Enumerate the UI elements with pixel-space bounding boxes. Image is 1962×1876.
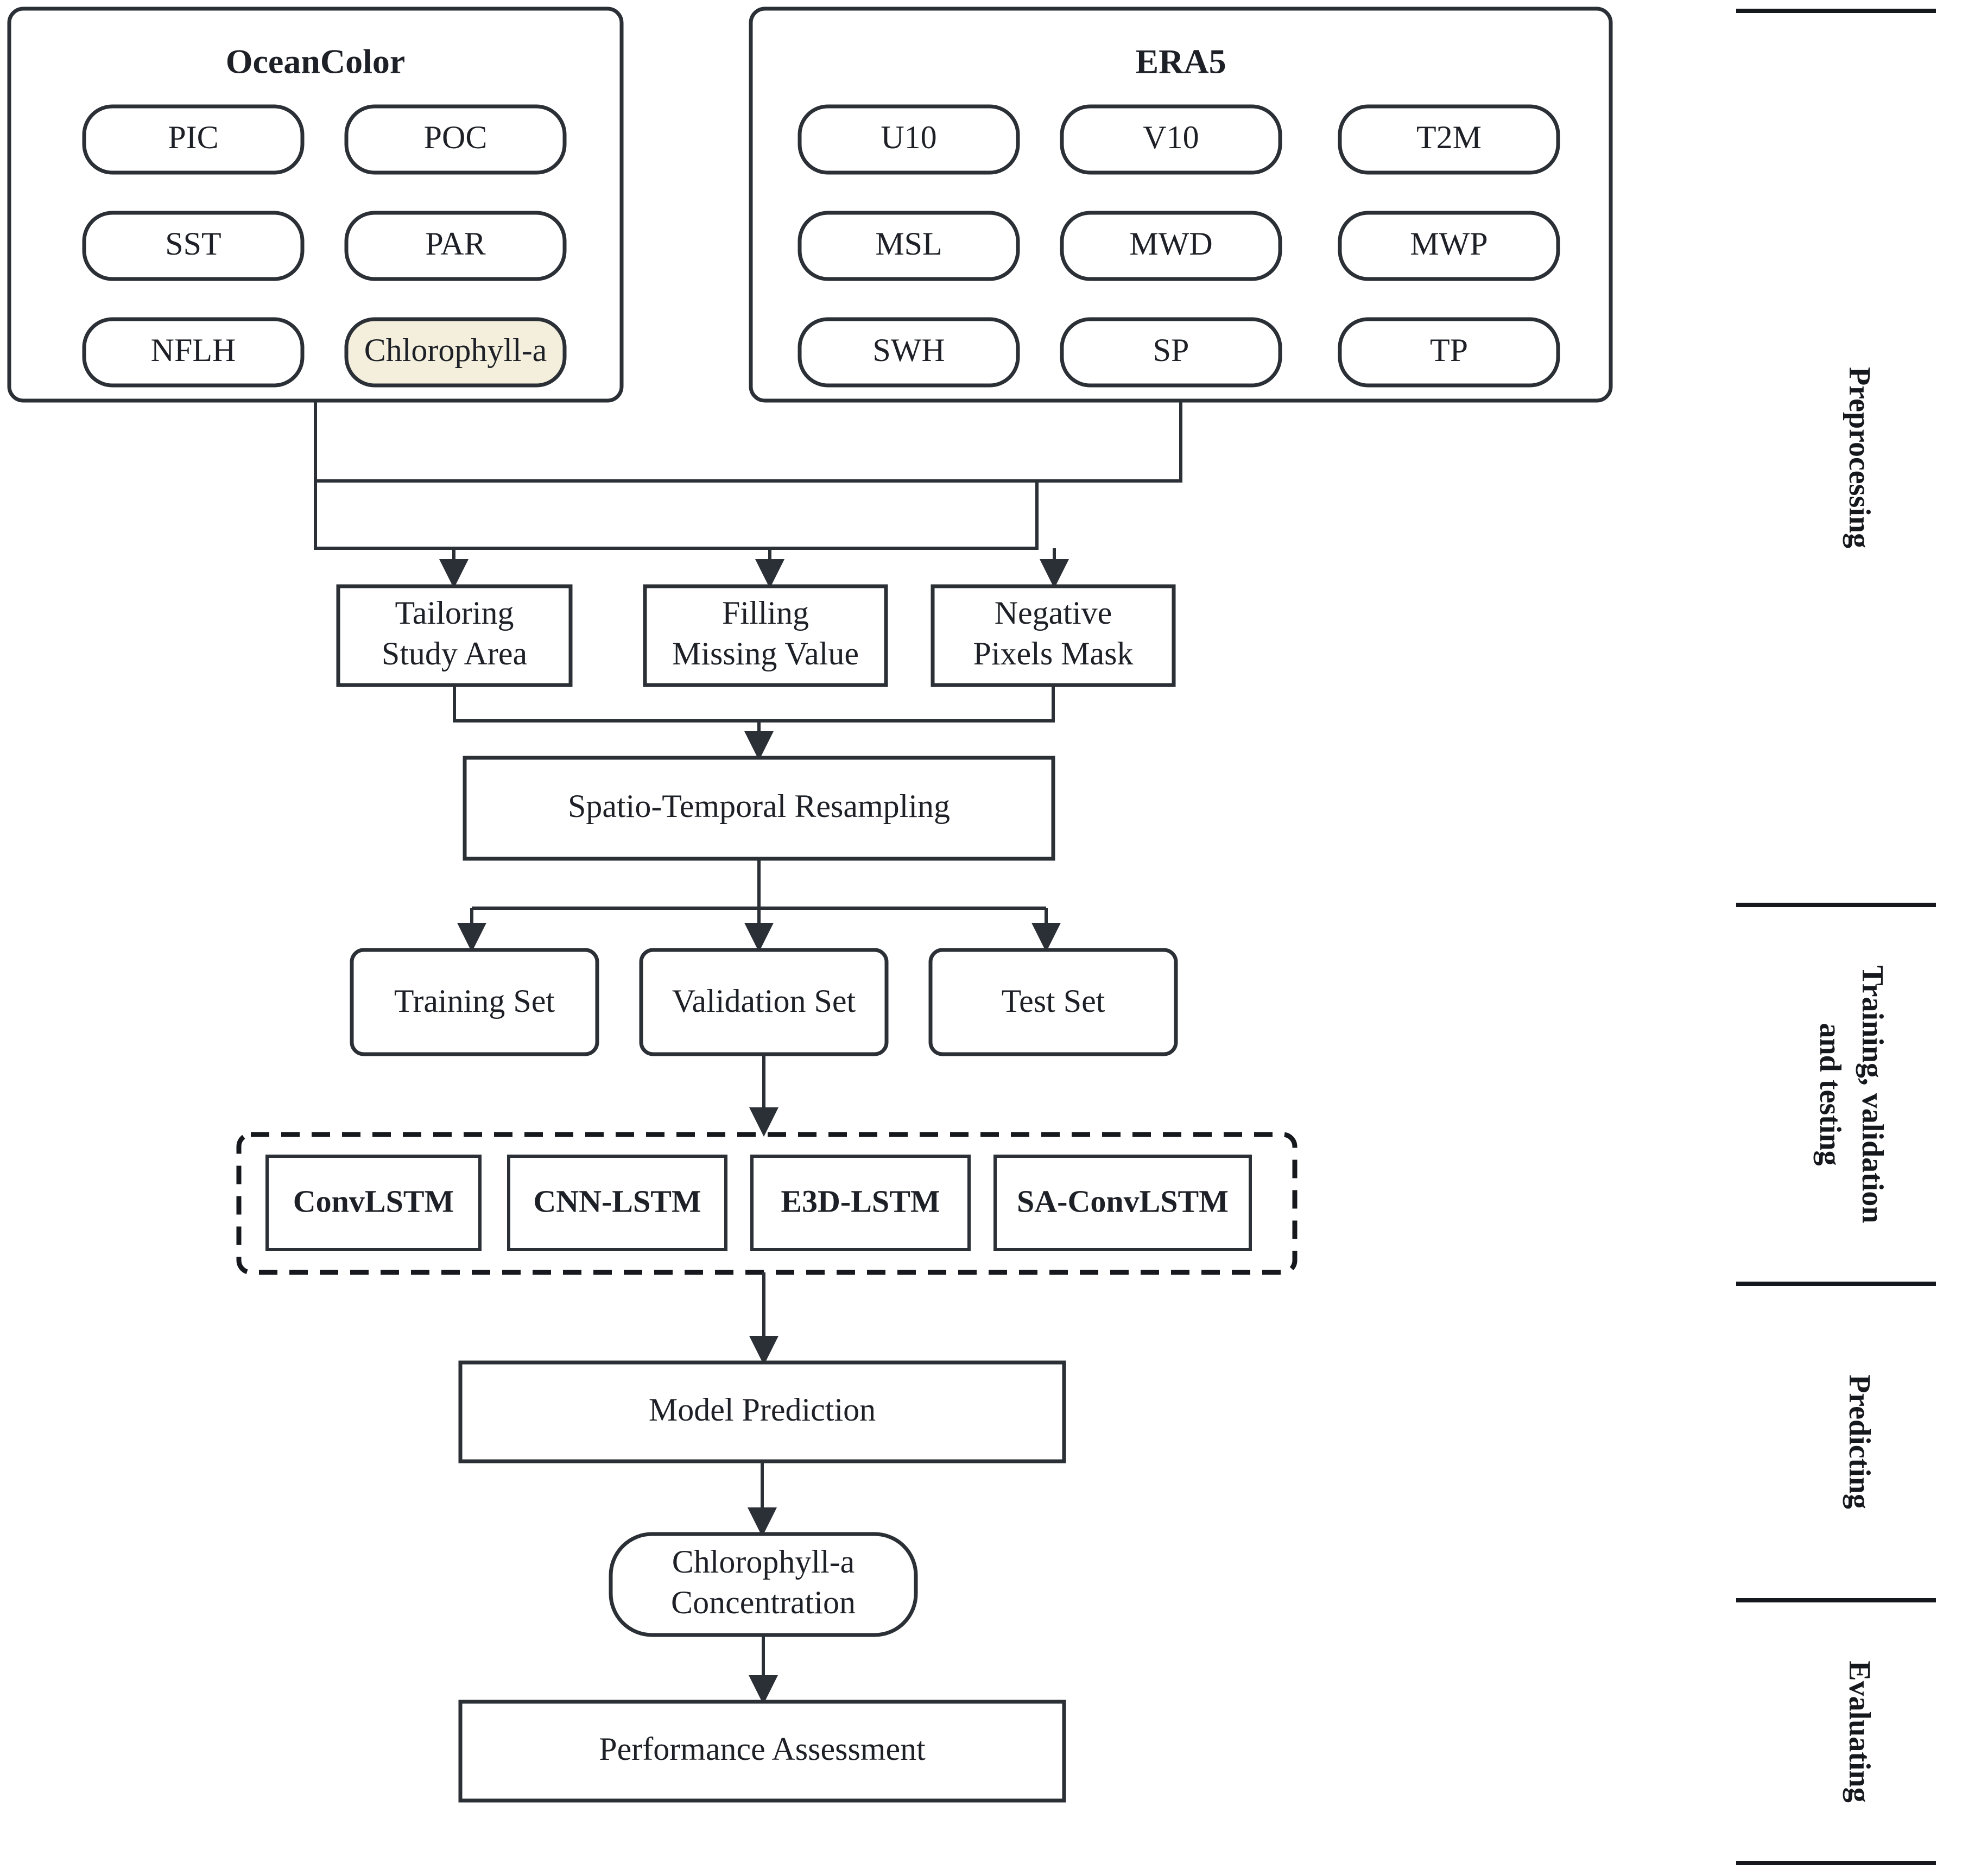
pill-label-u10: U10 [881, 119, 936, 155]
pill-par[interactable] [344, 211, 567, 281]
pill-label-v10: V10 [1143, 119, 1199, 155]
box-label-chlorophyll-line2: Concentration [671, 1585, 856, 1620]
pill-label-sp: SP [1153, 332, 1189, 368]
pill-v10[interactable] [1060, 104, 1282, 175]
stage-label-preprocessing: Preprocessing [1843, 367, 1876, 548]
box-label-training-set: Training Set [394, 983, 555, 1019]
pill-t2m[interactable] [1338, 104, 1560, 175]
pill-label-nflh: NFLH [151, 332, 236, 368]
box-label-model-prediction: Model Prediction [649, 1392, 876, 1428]
box-label-model-e3d-lstm: E3D-LSTM [781, 1183, 940, 1219]
pill-label-poc: POC [424, 119, 488, 155]
pill-label-swh: SWH [872, 332, 945, 368]
pill-tp[interactable] [1338, 317, 1560, 388]
box-filling-missing-value[interactable] [643, 584, 888, 687]
box-label-validation-set: Validation Set [672, 983, 856, 1019]
pill-poc[interactable] [344, 104, 567, 175]
connector-steps-bus [453, 685, 1055, 722]
pill-u10[interactable] [798, 104, 1020, 175]
pill-label-par: PAR [425, 226, 485, 262]
pill-mwd[interactable] [1060, 211, 1282, 281]
box-model-cnn-lstm[interactable] [507, 1155, 727, 1251]
box-training-set[interactable] [350, 948, 599, 1056]
pill-label-pic: PIC [168, 119, 218, 155]
group-title-era5: ERA5 [1135, 42, 1226, 81]
box-model-sa-convlstm[interactable] [993, 1155, 1252, 1251]
connector-preproc-bus [314, 481, 1039, 550]
box-performance-assessment[interactable] [458, 1700, 1066, 1803]
stage-label-training-line1: Training, validation [1856, 965, 1889, 1223]
box-negative-pixels-mask[interactable] [931, 584, 1176, 687]
connector-sources-bus [314, 401, 1182, 483]
box-spatio-temporal-resampling[interactable] [463, 756, 1055, 861]
box-label-spatio-temporal-resampling: Spatio-Temporal Resampling [568, 788, 950, 824]
pill-label-chlorophyll-a: Chlorophyll-a [364, 332, 547, 368]
box-label-filling-line2: Missing Value [672, 636, 859, 671]
pill-sst[interactable] [82, 211, 305, 281]
group-models-dashed [236, 1132, 1298, 1275]
pill-nflh[interactable] [82, 317, 305, 388]
box-test-set[interactable] [928, 948, 1178, 1056]
stage-label-training-line2: and testing [1813, 1023, 1847, 1166]
box-label-model-cnn-lstm: CNN-LSTM [533, 1183, 701, 1219]
pill-mwp[interactable] [1338, 211, 1560, 281]
pill-label-msl: MSL [875, 226, 942, 262]
stage-label-predicting: Predicting [1843, 1374, 1876, 1509]
box-label-model-convlstm: ConvLSTM [293, 1183, 454, 1219]
box-label-filling-line1: Filling [722, 595, 809, 631]
pill-msl[interactable] [798, 211, 1020, 281]
pill-label-mwp: MWP [1410, 226, 1488, 262]
stage-label-evaluating: Evaluating [1843, 1660, 1876, 1802]
pill-label-sst: SST [165, 226, 221, 262]
box-label-test-set: Test Set [1002, 983, 1105, 1019]
box-model-convlstm[interactable] [265, 1155, 482, 1251]
pill-chlorophyll-a[interactable] [344, 317, 567, 388]
pill-swh[interactable] [798, 317, 1020, 388]
box-label-performance-assessment: Performance Assessment [599, 1731, 926, 1767]
connector-resampling-bus [472, 859, 1046, 910]
box-label-chlorophyll-line1: Chlorophyll-a [672, 1544, 855, 1580]
pill-pic[interactable] [82, 104, 305, 175]
box-label-model-sa-convlstm: SA-ConvLSTM [1017, 1183, 1229, 1219]
box-tailoring-study-area[interactable] [336, 584, 573, 687]
box-label-negative-line2: Pixels Mask [973, 636, 1133, 671]
pill-sp[interactable] [1060, 317, 1282, 388]
box-model-e3d-lstm[interactable] [750, 1155, 971, 1251]
pill-label-mwd: MWD [1129, 226, 1212, 262]
box-label-tailoring-line1: Tailoring [395, 595, 514, 631]
pill-label-t2m: T2M [1416, 119, 1482, 155]
box-label-negative-line1: Negative [995, 595, 1112, 631]
box-label-tailoring-line2: Study Area [382, 636, 527, 671]
pill-label-tp: TP [1430, 332, 1468, 368]
group-title-oceancolor: OceanColor [226, 42, 406, 81]
